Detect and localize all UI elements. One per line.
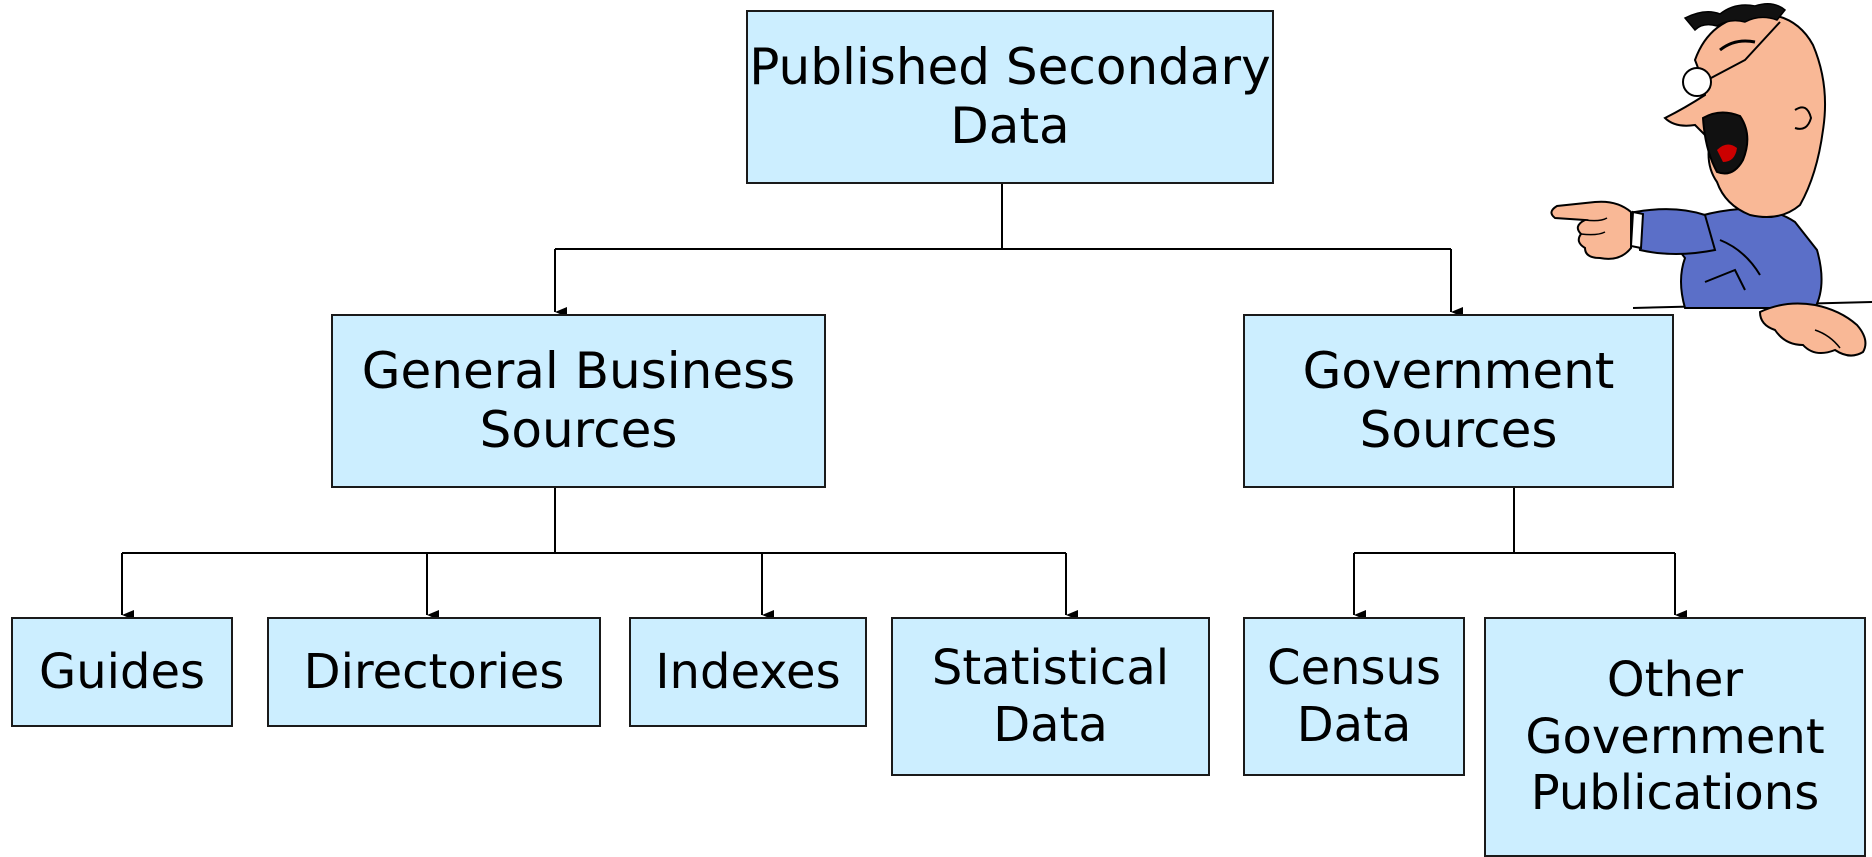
node-label-line: Guides: [39, 643, 205, 700]
node-indexes: Indexes: [629, 617, 867, 727]
node-label-line: Publications: [1530, 765, 1820, 822]
node-census-data: Census Data: [1243, 617, 1465, 776]
node-label-line: Government: [1525, 708, 1825, 765]
node-label-line: Directories: [303, 643, 565, 700]
node-label-line: Published Secondary: [749, 38, 1271, 96]
node-label-line: Indexes: [655, 643, 841, 700]
shouting-man-pointing-icon: [1550, 3, 1872, 357]
node-label-line: Data: [950, 97, 1070, 155]
node-label-line: Government: [1302, 342, 1615, 400]
node-statistical-data: Statistical Data: [891, 617, 1210, 776]
node-government-sources: Government Sources: [1243, 314, 1674, 488]
node-label-line: Statistical: [931, 639, 1170, 696]
node-label-line: Data: [1296, 696, 1412, 753]
node-label-line: Other: [1606, 652, 1744, 709]
node-label-line: Data: [993, 696, 1108, 753]
node-general-business-sources: General Business Sources: [331, 314, 826, 488]
node-directories: Directories: [267, 617, 601, 727]
node-label-line: General Business: [361, 342, 796, 400]
node-label-line: Census: [1267, 639, 1441, 696]
node-guides: Guides: [11, 617, 233, 727]
node-label-line: Sources: [1359, 401, 1558, 459]
node-published-secondary-data: Published Secondary Data: [746, 10, 1274, 184]
node-other-government-publications: Other Government Publications: [1484, 617, 1866, 857]
node-label-line: Sources: [479, 401, 678, 459]
